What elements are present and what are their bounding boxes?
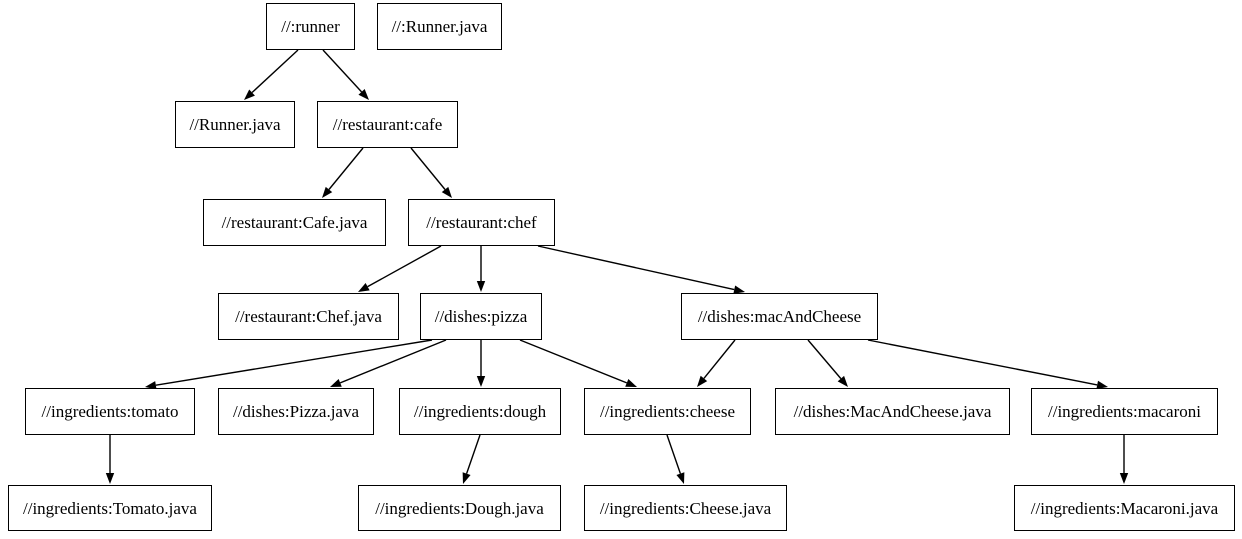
- graph-node-ing_tomato[interactable]: //ingredients:tomato: [25, 388, 195, 435]
- graph-node-ing_cheese[interactable]: //ingredients:cheese: [584, 388, 751, 435]
- graph-node-runner_java_root[interactable]: //:Runner.java: [377, 3, 502, 50]
- graph-node-cafe_java[interactable]: //restaurant:Cafe.java: [203, 199, 386, 246]
- graph-node-label: //restaurant:cafe: [332, 115, 443, 134]
- graph-node-label: //ingredients:tomato: [41, 402, 179, 421]
- graph-node-dishes_mac[interactable]: //dishes:macAndCheese: [681, 293, 878, 340]
- graph-node-label: //dishes:pizza: [434, 307, 528, 326]
- graph-node-label: //restaurant:chef: [426, 213, 537, 232]
- graph-node-label: //:runner: [281, 17, 340, 36]
- graph-node-chef_java[interactable]: //restaurant:Chef.java: [218, 293, 399, 340]
- graph-node-label: //dishes:MacAndCheese.java: [793, 402, 992, 421]
- graph-node-label: //restaurant:Cafe.java: [221, 213, 368, 232]
- graph-node-cheese_java[interactable]: //ingredients:Cheese.java: [584, 485, 787, 531]
- graph-node-pizza_java[interactable]: //dishes:Pizza.java: [218, 388, 374, 435]
- graph-node-ing_macaroni[interactable]: //ingredients:macaroni: [1031, 388, 1218, 435]
- graph-node-mac_java[interactable]: //dishes:MacAndCheese.java: [775, 388, 1010, 435]
- graph-node-dishes_pizza[interactable]: //dishes:pizza: [420, 293, 542, 340]
- graph-node-runner_java[interactable]: //Runner.java: [175, 101, 295, 148]
- graph-node-label: //ingredients:Macaroni.java: [1030, 498, 1219, 518]
- graph-node-label: //dishes:macAndCheese: [697, 307, 862, 326]
- graph-node-label: //ingredients:cheese: [599, 402, 735, 421]
- graph-node-label: //ingredients:dough: [413, 402, 547, 421]
- graph-node-label: //ingredients:Cheese.java: [599, 498, 772, 518]
- graph-node-tomato_java[interactable]: //ingredients:Tomato.java: [8, 485, 212, 531]
- graph-node-label: //dishes:Pizza.java: [232, 402, 360, 421]
- graph-node-dough_java[interactable]: //ingredients:Dough.java: [358, 485, 561, 531]
- graph-node-macaroni_java[interactable]: //ingredients:Macaroni.java: [1014, 485, 1235, 531]
- graph-node-label: //restaurant:Chef.java: [235, 307, 382, 326]
- graph-node-restaurant_chef[interactable]: //restaurant:chef: [408, 199, 555, 246]
- graph-node-restaurant_cafe[interactable]: //restaurant:cafe: [317, 101, 458, 148]
- graph-node-label: //:Runner.java: [391, 17, 488, 36]
- graph-node-label: //ingredients:Dough.java: [375, 498, 544, 518]
- graph-node-label: //Runner.java: [189, 115, 281, 134]
- graph-node-ing_dough[interactable]: //ingredients:dough: [399, 388, 561, 435]
- graph-node-runner[interactable]: //:runner: [266, 3, 355, 50]
- graph-node-label: //ingredients:Tomato.java: [23, 498, 197, 518]
- graph-node-label: //ingredients:macaroni: [1048, 402, 1201, 421]
